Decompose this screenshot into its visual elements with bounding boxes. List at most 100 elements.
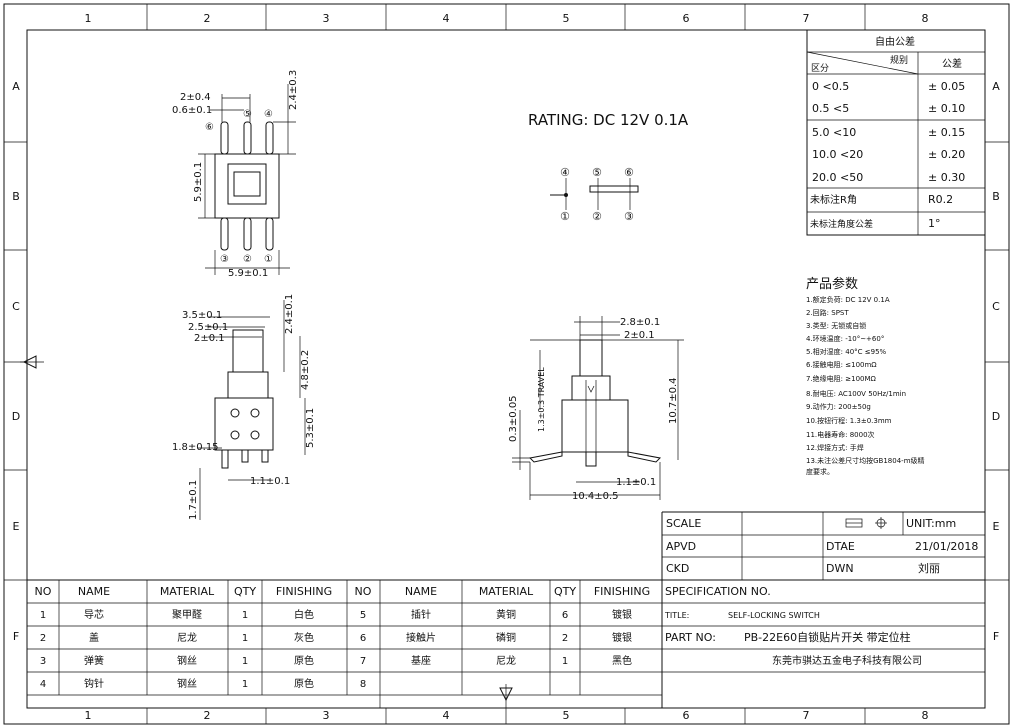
rating-label: RATING: DC 12V 0.1A [528,111,689,129]
switch-schematic: ④ ⑤ ⑥ ① ② ③ [550,166,639,223]
drawing-text: 尼龙 [496,654,516,667]
drawing-text: 20.0 <50 [812,171,863,184]
drawing-text: 磷铜 [496,631,516,644]
drawing-text: NO [35,585,52,598]
row-label: D [12,410,20,423]
drawing-text: 4 [40,679,46,690]
dim-label: 1.1±0.1 [250,476,290,487]
pin-label: ③ [624,210,634,223]
drawing-text: 聚甲醛 [172,608,202,621]
drawing-text: 钢丝 [177,654,197,667]
product-params: 产品参数 1.额定负荷: DC 12V 0.1A 2.回路: SPST 3.类型… [806,276,925,476]
col-label: 5 [563,709,570,722]
drawing-text: 自由公差 [875,35,915,48]
drawing-text: 1 [242,679,248,690]
param-item: 2.回路: SPST [806,308,849,317]
tolerance-table: 自由公差 规别 区分 公差 0 <0.5 ± 0.05 0.5 <5 ± 0.1… [806,29,986,236]
drawing-text: ± 0.30 [928,171,965,184]
dim-label: 2.5±0.1 [188,322,228,333]
row-label: E [993,520,1000,533]
drawing-text: 镀银 [612,631,632,644]
dim-label: 2.4±0.1 [284,294,295,334]
col-label: 6 [683,709,690,722]
drawing-text: MATERIAL [479,585,534,598]
drawing-text: 公差 [942,57,962,70]
drawing-text: 钢丝 [177,677,197,690]
param-item: 6.接触电阻: ≤100mΩ [806,360,877,369]
drawing-text: 2 [40,633,46,644]
param-item: 1.额定负荷: DC 12V 0.1A [806,295,890,304]
title-block: SCALE UNIT:mm APVD DTAE 21/01/2018 CKD D… [661,511,985,708]
drawing-text: SPECIFICATION NO. [665,585,771,598]
drawing-text: 东莞市骐达五金电子科技有限公司 [772,654,922,667]
pin-label: ⑥ [205,122,214,133]
col-label: 6 [683,12,690,25]
drawing-text: 5.0 <10 [812,126,856,139]
drawing-text: 镀银 [612,608,632,621]
drawing-text: 未标注角度公差 [810,218,873,230]
param-item: 13.未注公差尺寸均按GB1804-m级精 [806,456,925,465]
drawing-text: 6 [562,610,568,621]
param-item: 7.绝缘电阻: ≥100MΩ [806,374,877,383]
col-label: 4 [443,12,450,25]
param-item: 9.动作力: 200±50g [806,402,871,411]
row-label: F [13,630,19,643]
pin-label: ② [243,254,252,265]
row-label: B [992,190,1000,203]
dim-label: 10.4±0.5 [572,491,619,502]
drawing-text: QTY [554,585,576,598]
bom-table: NO NAME MATERIAL QTY FINISHING NO NAME M… [27,579,985,708]
drawing-text: 规别 [890,55,908,66]
col-label: 8 [922,12,929,25]
col-label: 5 [563,12,570,25]
drawing-text: TITLE: [664,611,689,620]
drawing-text: SCALE [666,517,701,530]
grid-ticks [4,4,1009,724]
travel-label: 1.3±0.3 TRAVEL [537,367,546,432]
param-item: 11.电器寿命: 8000次 [806,430,875,439]
drawing-text: 0.5 <5 [812,102,849,115]
drawing-text: SELF-LOCKING SWITCH [728,611,820,620]
drawing-text: DTAE [826,540,855,553]
drawing-text: 1 [242,610,248,621]
row-label: F [993,630,999,643]
dim-label: 10.7±0.4 [668,377,679,424]
grid-labels: 1 2 3 4 5 6 7 8 1 2 3 4 5 6 7 8 A B C D … [12,12,1000,722]
side-view: 3.5±0.1 2.5±0.1 2±0.1 2.4±0.1 4.8±0.2 5.… [172,294,316,520]
drawing-text: 白色 [294,608,314,621]
param-item: 度要求。 [806,467,834,476]
drawing-text: DWN [826,562,854,575]
dim-label: 0.3±0.05 [508,395,519,442]
param-item: 4.环境温度: -10°~+60° [806,334,884,343]
drawing-text: CKD [666,562,689,575]
drawing-text: FINISHING [276,585,332,598]
front-view: 2.8±0.1 2±0.1 10.7±0.4 0.3±0.05 1.3±0.3 … [508,316,684,502]
pin-label: ① [560,210,570,223]
drawing-text: 1° [928,217,941,230]
drawing-text: 基座 [411,654,431,667]
row-label: C [12,300,20,313]
drawing-text: 插针 [411,608,431,621]
drawing-text: FINISHING [594,585,650,598]
dim-label: 2.4±0.3 [288,70,299,110]
drawing-text: 1 [40,610,46,621]
param-item: 5.相对湿度: 40°C ≤95% [806,347,887,356]
drawing-text: 黑色 [612,654,632,667]
col-label: 4 [443,709,450,722]
row-label: C [992,300,1000,313]
drawing-text: 刘丽 [918,562,940,575]
drawing-text: 1 [562,656,568,667]
col-label: 7 [803,709,810,722]
col-label: 7 [803,12,810,25]
drawing-text: UNIT:mm [906,517,956,530]
drawing-text: 2 [562,633,568,644]
drawing-text: 灰色 [294,631,314,644]
col-label: 2 [204,12,211,25]
drawing-text: 钩针 [84,677,104,690]
drawing-text: 10.0 <20 [812,148,863,161]
drawing-text: PART NO: [665,631,716,644]
drawing-text: 接触片 [406,631,436,644]
row-label: B [12,190,20,203]
col-label: 8 [922,709,929,722]
